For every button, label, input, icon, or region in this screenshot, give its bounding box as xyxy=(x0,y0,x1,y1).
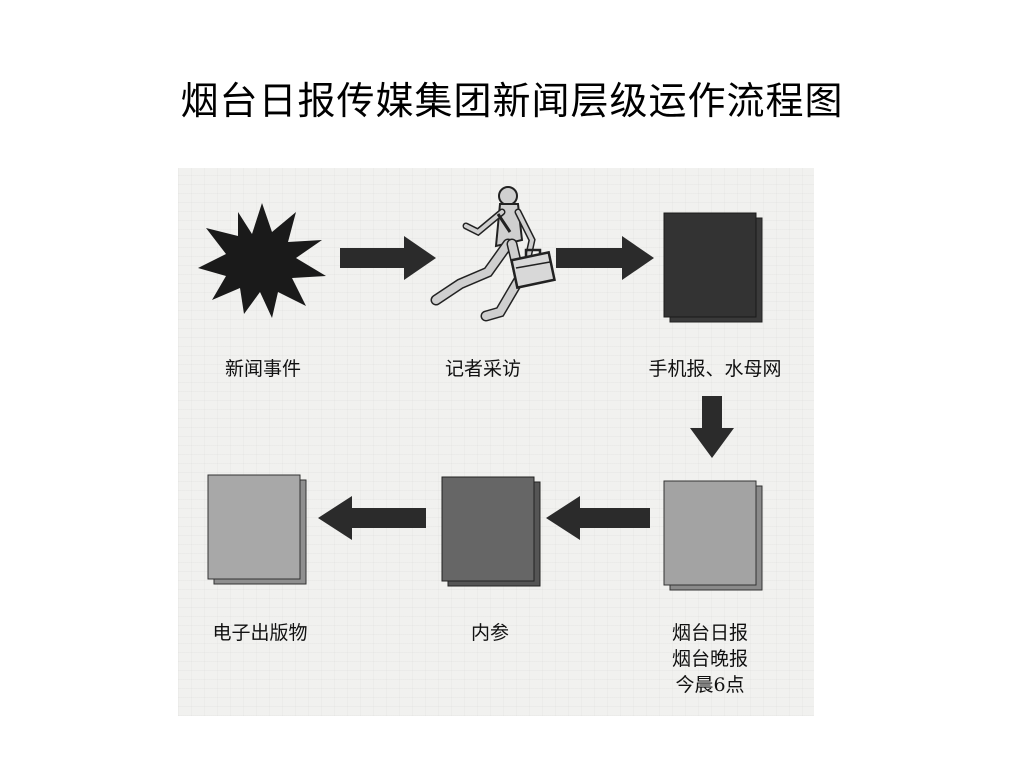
label-reporter: 记者采访 xyxy=(444,358,521,380)
arrow-right-icon xyxy=(556,236,654,280)
arrow-left-icon xyxy=(546,496,650,540)
arrow-left-icon xyxy=(318,496,426,540)
label-newspapers: 烟台日报 烟台晚报 今晨6点 xyxy=(650,620,770,698)
label-morning-6: 今晨6点 xyxy=(675,674,745,696)
label-mobile-web: 手机报、水母网 xyxy=(648,358,782,380)
label-yantai-daily: 烟台日报 xyxy=(671,622,748,644)
document-stack-icon xyxy=(663,480,763,591)
label-electronic: 电子出版物 xyxy=(212,622,308,644)
starburst-icon xyxy=(198,203,326,318)
reporter-running-icon xyxy=(430,186,536,322)
arrow-down-icon xyxy=(690,396,734,458)
label-internal: 内参 xyxy=(470,622,509,644)
briefcase-icon xyxy=(510,248,556,290)
document-stack-icon xyxy=(663,212,763,323)
label-news-event: 新闻事件 xyxy=(224,358,301,380)
document-stack-icon xyxy=(207,474,307,585)
label-yantai-evening: 烟台晚报 xyxy=(671,648,748,670)
page-title: 烟台日报传媒集团新闻层级运作流程图 xyxy=(180,79,844,123)
arrow-right-icon xyxy=(340,236,436,280)
document-stack-icon xyxy=(441,476,541,587)
